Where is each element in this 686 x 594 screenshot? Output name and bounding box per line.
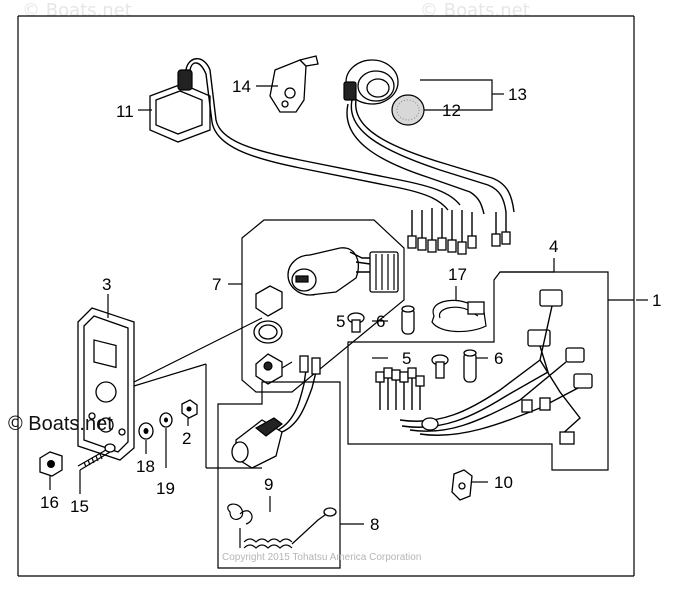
group-8-outline (205, 364, 341, 569)
outer-frame (17, 15, 635, 577)
part-6-cap-a (401, 305, 415, 335)
part-10-clip (451, 469, 473, 501)
part-8-stop-switch (231, 355, 321, 469)
part-5-screw-b (431, 354, 449, 379)
callout-17: 17 (448, 265, 467, 284)
group-1-outline (347, 271, 634, 471)
callout-11: 11 (116, 102, 134, 121)
part-16-nut (39, 451, 63, 477)
callout-12: 12 (442, 101, 461, 120)
callout-19: 19 (156, 479, 175, 498)
part-4-harness (375, 289, 593, 445)
watermark-top-left: © Boats.net (22, 0, 132, 21)
callout-2: 2 (182, 429, 191, 448)
callout-6-b: 6 (494, 349, 503, 368)
part-13-gauge (343, 59, 515, 215)
watermark-top-right: © Boats.net (420, 0, 530, 21)
brand-watermark: © Boats.net (8, 413, 113, 435)
callout-4: 4 (549, 237, 558, 256)
part-19-washer (159, 412, 173, 428)
callout-1: 1 (652, 291, 661, 310)
leader-lines (49, 79, 648, 525)
part-15-screw (77, 443, 116, 471)
callout-16: 16 (40, 493, 59, 512)
callout-3: 3 (102, 275, 111, 294)
callout-10: 10 (494, 473, 513, 492)
part-17-clamp (431, 299, 487, 333)
part-11-switch (149, 58, 461, 211)
part-9-lanyard (227, 503, 337, 549)
copyright-text: Copyright 2015 Tohatsu America Corporati… (222, 552, 421, 563)
part-2-nut (181, 399, 198, 419)
callout-7: 7 (212, 275, 221, 294)
callout-6-a: 6 (376, 312, 385, 331)
callout-5-a: 5 (336, 312, 345, 331)
callout-13: 13 (508, 85, 527, 104)
part-7-key-switch (253, 247, 399, 385)
connector-cluster-upper (407, 208, 511, 255)
callout-5-b: 5 (402, 349, 411, 368)
part-18-washer (138, 422, 154, 440)
callout-9: 9 (264, 475, 273, 494)
part-5-screw-a (347, 312, 365, 333)
callout-15: 15 (70, 497, 89, 516)
callout-14: 14 (232, 77, 251, 96)
part-6-cap-b (463, 349, 477, 383)
group-7-outline (241, 219, 405, 393)
callouts: 11 14 12 13 4 1 3 7 17 5 6 5 6 2 18 19 1… (40, 77, 661, 534)
callout-18: 18 (136, 457, 155, 476)
part-3-panel-plate (77, 307, 263, 461)
part-12-lens (391, 94, 425, 126)
part-14-bracket (269, 55, 319, 113)
callout-8: 8 (370, 515, 379, 534)
